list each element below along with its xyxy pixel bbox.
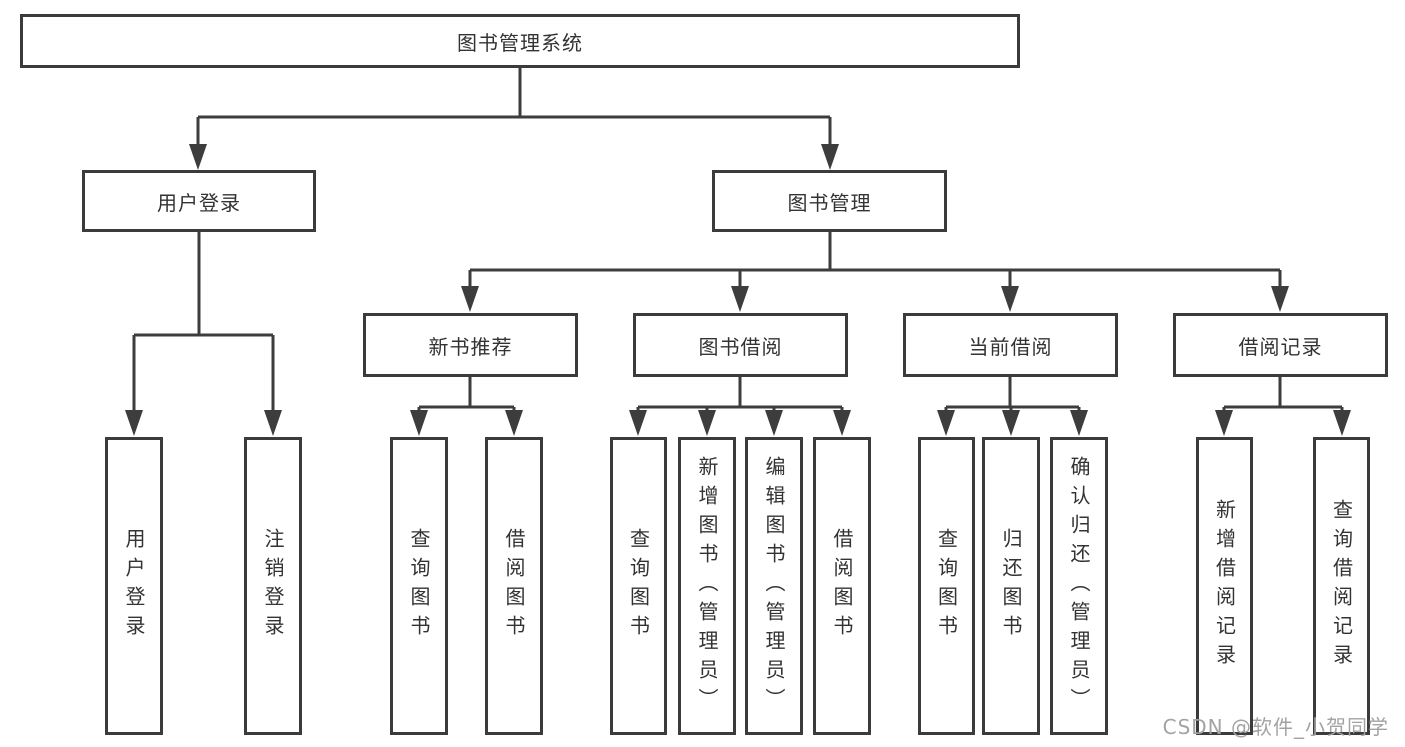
leaf-bb-query-book-label: 查询图书 [626, 528, 651, 644]
leaf-bb-edit-book-admin: 编辑图书（管理员） [745, 437, 803, 735]
leaf-nbr-borrow-book: 借阅图书 [485, 437, 543, 735]
leaf-nbr-query-book: 查询图书 [390, 437, 448, 735]
arrowheads [125, 144, 1351, 436]
node-book-manage-label: 图书管理 [787, 190, 872, 215]
node-book-borrow: 图书借阅 [633, 313, 848, 377]
leaf-cb-confirm-return-admin: 确认归还（管理员） [1050, 437, 1108, 735]
leaf-br-query-record: 查询借阅记录 [1313, 437, 1370, 735]
leaf-bb-add-book-admin: 新增图书（管理员） [678, 437, 736, 735]
leaf-nbr-query-book-label: 查询图书 [407, 528, 431, 644]
leaf-user-login: 用户登录 [105, 437, 163, 735]
leaf-bb-edit-book-admin-label: 编辑图书（管理员） [762, 455, 786, 717]
leaf-br-query-record-label: 查询借阅记录 [1329, 499, 1354, 673]
leaf-cb-return-book: 归还图书 [982, 437, 1040, 735]
node-root-label: 图书管理系统 [457, 30, 583, 55]
leaf-cb-query-book-label: 查询图书 [934, 528, 959, 644]
csdn-watermark: CSDN @软件_小贺同学 [1162, 715, 1389, 739]
leaf-bb-borrow-book: 借阅图书 [813, 437, 871, 735]
leaf-bb-query-book: 查询图书 [610, 437, 667, 735]
node-user-login: 用户登录 [82, 170, 316, 232]
node-new-book-recommend: 新书推荐 [363, 313, 578, 377]
leaf-cb-return-book-label: 归还图书 [999, 528, 1023, 644]
node-new-book-recommend-label: 新书推荐 [428, 334, 513, 359]
leaf-cb-confirm-return-admin-label: 确认归还（管理员） [1067, 455, 1091, 717]
node-root: 图书管理系统 [20, 14, 1020, 68]
leaf-logout-label: 注销登录 [261, 528, 285, 644]
node-borrow-records-label: 借阅记录 [1238, 334, 1323, 359]
node-book-manage: 图书管理 [712, 170, 947, 232]
leaf-br-add-record: 新增借阅记录 [1196, 437, 1253, 735]
leaf-bb-add-book-admin-label: 新增图书（管理员） [695, 455, 719, 717]
leaf-br-add-record-label: 新增借阅记录 [1212, 499, 1237, 673]
node-user-login-label: 用户登录 [157, 190, 241, 215]
leaf-logout: 注销登录 [244, 437, 302, 735]
node-book-borrow-label: 图书借阅 [698, 334, 783, 359]
leaf-user-login-label: 用户登录 [122, 528, 146, 644]
node-current-borrow-label: 当前借阅 [968, 334, 1053, 359]
leaf-bb-borrow-book-label: 借阅图书 [830, 528, 854, 644]
node-current-borrow: 当前借阅 [903, 313, 1118, 377]
node-borrow-records: 借阅记录 [1173, 313, 1388, 377]
leaf-nbr-borrow-book-label: 借阅图书 [502, 528, 526, 644]
leaf-cb-query-book: 查询图书 [918, 437, 975, 735]
